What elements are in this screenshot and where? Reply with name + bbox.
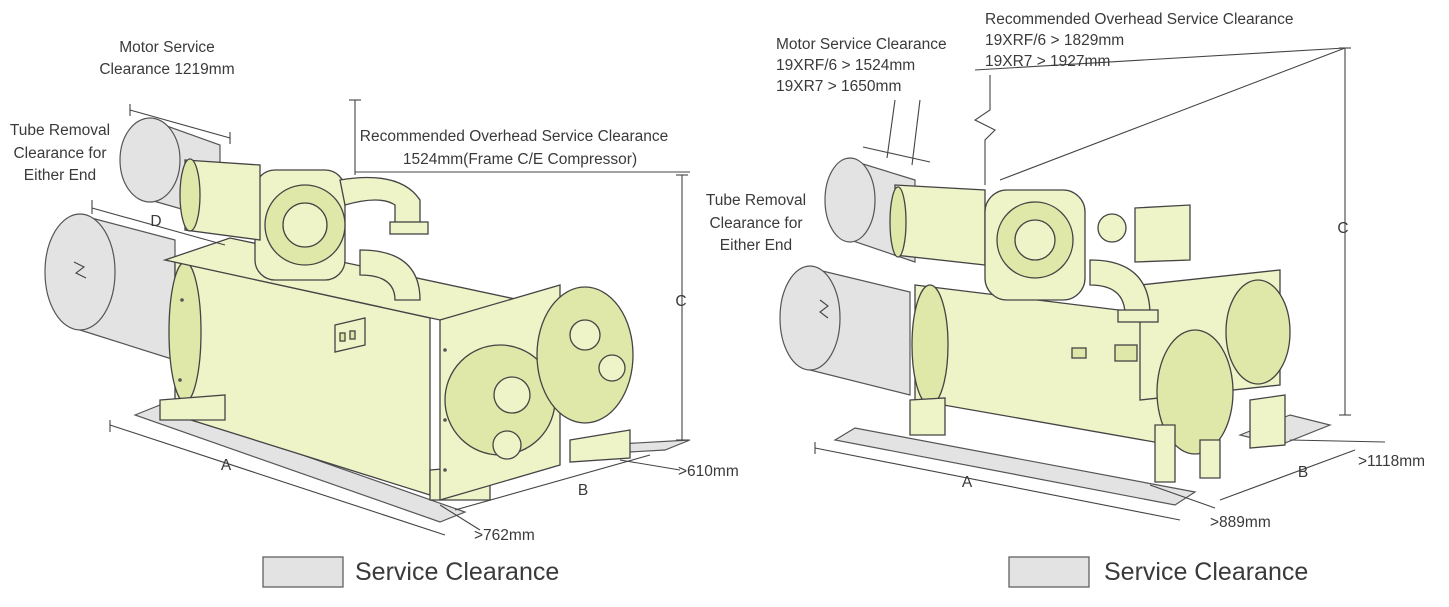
- left-tube-removal-label-2: Clearance for: [13, 145, 106, 162]
- right-front-clearance: >1118mm: [1358, 453, 1425, 470]
- right-side-clearance: >889mm: [1210, 514, 1271, 531]
- left-motor-clearance-label-1: Motor Service: [119, 39, 215, 56]
- right-overhead-title: Recommended Overhead Service Clearance: [985, 11, 1293, 28]
- left-side-clearance: >762mm: [474, 527, 535, 544]
- left-motor-clearance-label-2: Clearance 1219mm: [99, 61, 234, 78]
- left-dim-d: D: [150, 213, 161, 230]
- right-chiller-body: [889, 184, 1291, 483]
- right-floor-clearance: [833, 427, 1197, 506]
- right-overhead-line-2: 19XR7 > 1927mm: [985, 53, 1110, 70]
- left-front-clearance: >610mm: [678, 463, 739, 480]
- right-dim-a: A: [962, 474, 973, 491]
- left-overhead-value: 1524mm(Frame C/E Compressor): [403, 151, 637, 168]
- left-chiller-body: [159, 158, 634, 501]
- right-motor-clearance-label-3: 19XR7 > 1650mm: [776, 78, 901, 95]
- left-dimension-lines: [91, 99, 690, 536]
- left-legend-swatch: [262, 556, 344, 588]
- right-motor-clearance-label-1: Motor Service Clearance: [776, 36, 947, 53]
- left-floor-clearance: [133, 404, 467, 523]
- right-dim-c: C: [1337, 220, 1348, 237]
- right-tube-removal-label-2: Clearance for: [709, 215, 802, 232]
- left-tube-removal-label-3: Either End: [24, 167, 96, 184]
- left-legend-label: Service Clearance: [355, 558, 559, 586]
- left-tube-removal-clearance: [44, 213, 176, 361]
- right-legend: Service Clearance: [1008, 556, 1308, 588]
- left-tube-removal-label-1: Tube Removal: [10, 122, 110, 139]
- right-tube-removal-clearance: [779, 265, 911, 396]
- left-dim-b: B: [578, 482, 588, 499]
- left-legend: Service Clearance: [262, 556, 559, 588]
- left-dim-c: C: [675, 293, 686, 310]
- right-tube-removal-label-3: Either End: [720, 237, 792, 254]
- right-motor-clearance-label-2: 19XRF/6 > 1524mm: [776, 57, 915, 74]
- left-overhead-title: Recommended Overhead Service Clearance: [360, 128, 668, 145]
- right-dim-b: B: [1298, 464, 1308, 481]
- right-tube-removal-label-1: Tube Removal: [706, 192, 806, 209]
- right-overhead-line-1: 19XRF/6 > 1829mm: [985, 32, 1124, 49]
- left-chiller-diagram: Motor Service Clearance 1219mm Tube Remo…: [10, 39, 739, 544]
- right-chiller-diagram: Recommended Overhead Service Clearance 1…: [706, 11, 1425, 531]
- right-legend-swatch: [1008, 556, 1090, 588]
- right-dimension-lines: [814, 47, 1386, 521]
- right-legend-label: Service Clearance: [1104, 558, 1308, 586]
- left-dim-a: A: [221, 457, 232, 474]
